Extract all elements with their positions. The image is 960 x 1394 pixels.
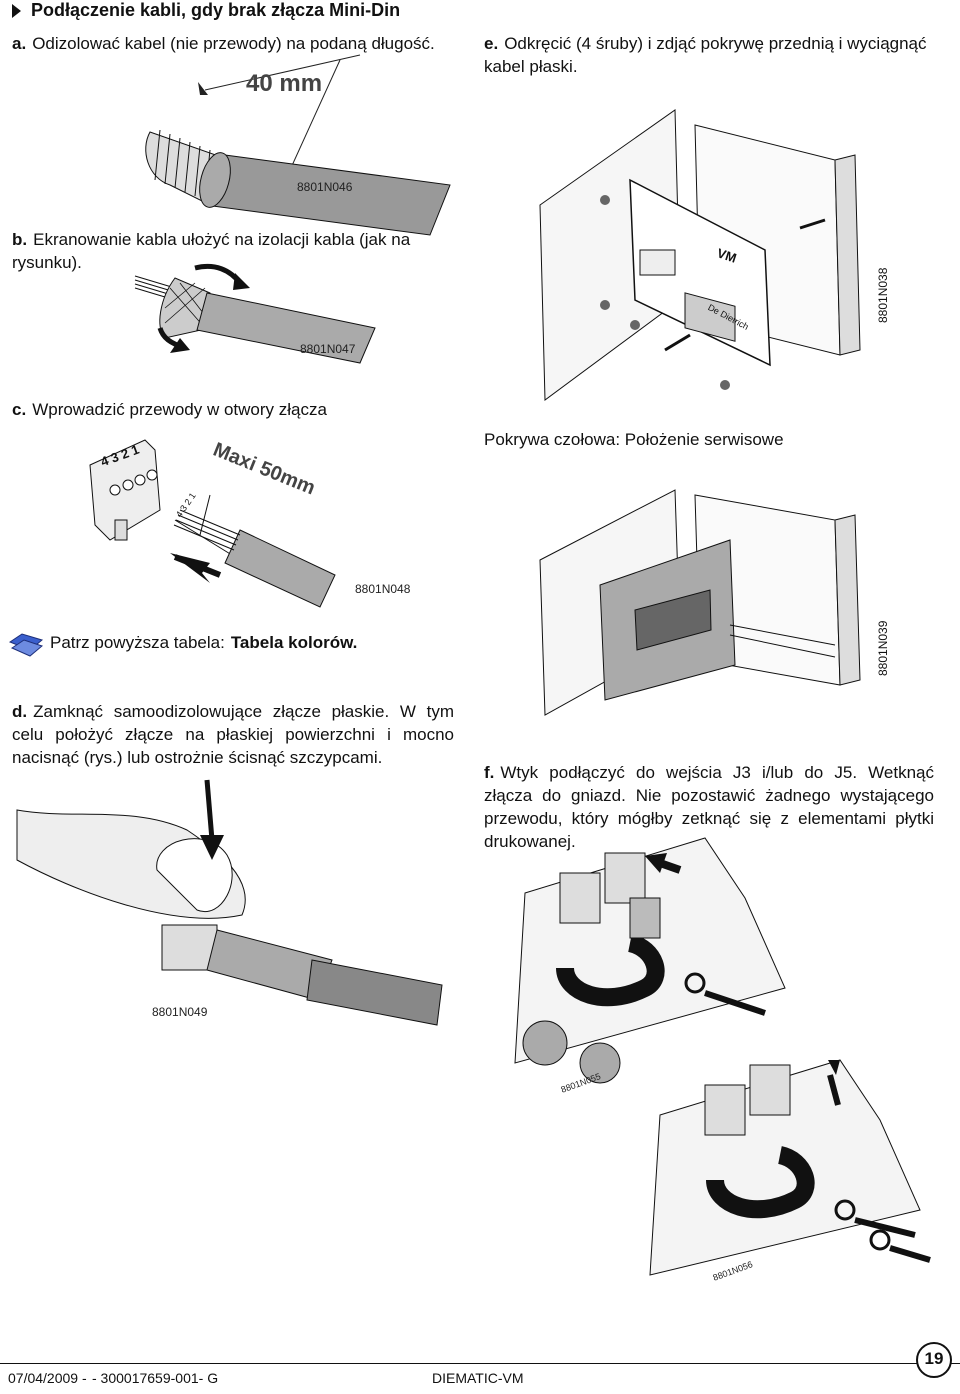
- dimension-40mm: 40 mm: [246, 70, 323, 97]
- section-heading: Podłączenie kabli, gdy brak złącza Mini-…: [12, 0, 400, 21]
- triangle-bullet-icon: [12, 3, 21, 18]
- figure-code-n038: 8801N038: [876, 267, 890, 323]
- figure-code-n047: 8801N047: [300, 342, 356, 356]
- pointer-hands-icon: [8, 633, 44, 657]
- figure-braid-fold: [134, 263, 376, 364]
- footer-product: DIEMATIC-VM: [432, 1370, 524, 1386]
- figure-cable-strip: [145, 54, 451, 236]
- figure-code-n046: 8801N046: [297, 180, 353, 194]
- figure-plug-j5: [649, 1059, 931, 1276]
- figure-box-open: [539, 109, 861, 401]
- step-e: e.Odkręcić (4 śruby) i zdjąć pokrywę prz…: [484, 34, 927, 76]
- figure-service-position: [539, 489, 861, 716]
- figure-code-n039: 8801N039: [876, 620, 890, 676]
- figure-code-n048: 8801N048: [355, 582, 411, 596]
- figure-plug-j3: [514, 837, 786, 1084]
- figure-code-n049: 8801N049: [152, 1005, 208, 1019]
- step-d: d.Zamknąć samoodizolowujące złącze płask…: [12, 702, 454, 767]
- figure-press-connector: [16, 779, 443, 1026]
- note-color-table: Patrz powyższa tabela: Tabela kolorów.: [8, 630, 357, 657]
- step-a: a.Odizolować kabel (nie przewody) na pod…: [12, 34, 435, 53]
- footer-document-code: - 300017659-001- G: [92, 1370, 219, 1386]
- page-number: 19: [924, 1349, 944, 1368]
- page-number-badge: [916, 1342, 952, 1378]
- service-position-caption: Pokrywa czołowa: Położenie serwisowe: [484, 430, 784, 449]
- step-b: b.Ekranowanie kabla ułożyć na izolacji k…: [12, 230, 411, 272]
- footer-rule: [0, 1363, 960, 1364]
- figure-connector-insert: [89, 439, 336, 608]
- step-c: c.Wprowadzić przewody w otwory złącza: [12, 400, 327, 419]
- footer-date: 07/04/2009 -: [8, 1370, 87, 1386]
- heading-text: Podłączenie kabli, gdy brak złącza Mini-…: [31, 0, 401, 20]
- step-f: f.Wtyk podłączyć do wejścia J3 i/lub do …: [484, 763, 934, 851]
